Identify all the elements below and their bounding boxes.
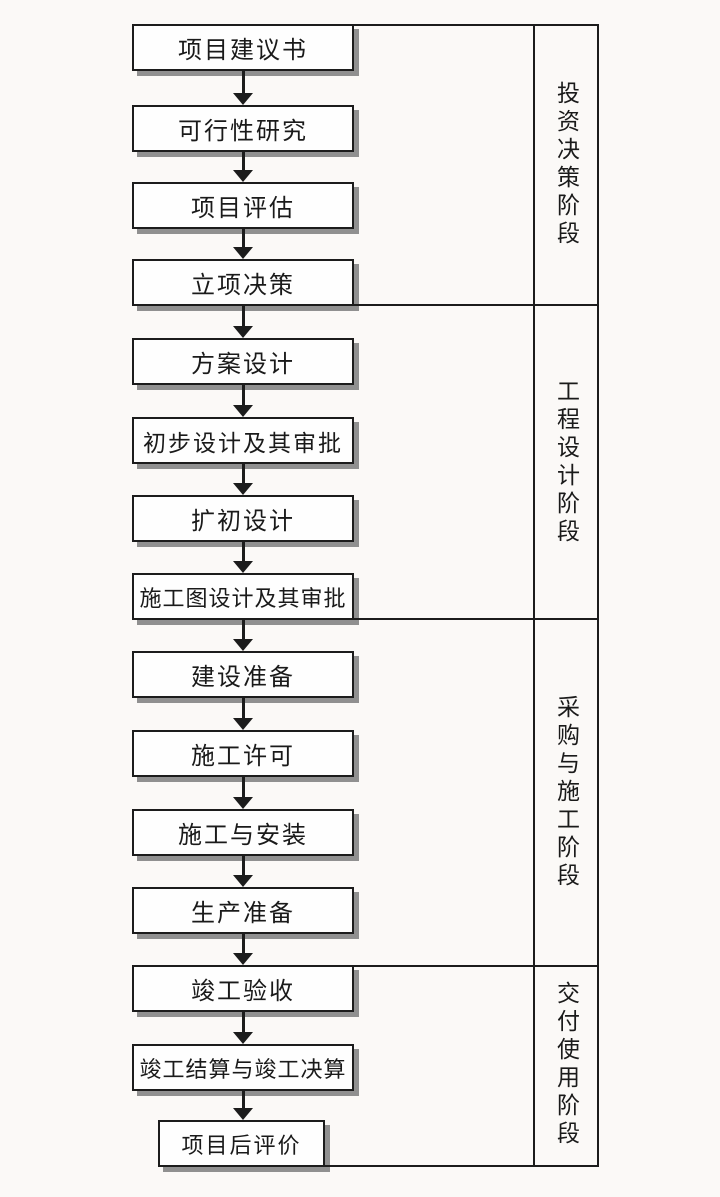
arrow-down-icon: [233, 385, 253, 417]
arrow-shaft: [241, 1091, 245, 1109]
arrow-head: [233, 875, 253, 887]
flow-step-box: 生产准备: [132, 887, 354, 934]
flow-step-box: 项目评估: [132, 182, 354, 229]
flow-step-box: 扩初设计: [132, 495, 354, 542]
arrow-shaft: [241, 71, 245, 94]
phase-label-text: 采购与施工阶段: [553, 694, 579, 891]
flow-step-box: 施工许可: [132, 730, 354, 777]
arrow-head: [233, 1108, 253, 1120]
arrow-head: [233, 93, 253, 105]
phase-label: 交付使用阶段: [535, 965, 597, 1165]
arrow-shaft: [241, 542, 245, 562]
phase-divider-line: [354, 618, 599, 620]
arrow-shaft: [241, 464, 245, 484]
phase-label: 工程设计阶段: [535, 306, 597, 620]
phase-label: 投资决策阶段: [535, 24, 597, 306]
flow-step-box: 项目后评价: [158, 1120, 325, 1167]
phase-divider-line: [354, 965, 599, 967]
phase-divider-line: [354, 304, 599, 306]
flow-step-label: 项目评估: [191, 196, 295, 222]
flow-step-box: 立项决策: [132, 259, 354, 306]
flow-step-box: 初步设计及其审批: [132, 417, 354, 464]
arrow-shaft: [241, 934, 245, 954]
phase-label-text: 交付使用阶段: [553, 981, 579, 1149]
arrow-head: [233, 247, 253, 259]
flow-step-box: 项目建议书: [132, 24, 354, 71]
arrow-head: [233, 405, 253, 417]
arrow-down-icon: [233, 934, 253, 965]
flow-step-box: 方案设计: [132, 338, 354, 385]
arrow-shaft: [241, 620, 245, 640]
arrow-down-icon: [233, 464, 253, 495]
arrow-head: [233, 170, 253, 182]
phase-label-text: 工程设计阶段: [553, 379, 579, 547]
flow-step-label: 施工许可: [191, 744, 295, 770]
flow-step-label: 立项决策: [191, 273, 295, 299]
flow-step-label: 施工与安装: [178, 823, 308, 849]
flow-step-label: 可行性研究: [178, 119, 308, 145]
arrow-shaft: [241, 306, 245, 327]
flow-step-label: 竣工结算与竣工决算: [139, 1056, 347, 1082]
arrow-head: [233, 953, 253, 965]
phase-column-right-line: [597, 24, 599, 1167]
arrow-head: [233, 483, 253, 495]
flow-step-box: 建设准备: [132, 651, 354, 698]
arrow-head: [233, 326, 253, 338]
flow-step-box: 施工与安装: [132, 809, 354, 856]
arrow-shaft: [241, 229, 245, 248]
flow-step-label: 项目后评价: [181, 1132, 302, 1158]
flow-step-label: 施工图设计及其审批: [139, 585, 347, 611]
phase-divider-line: [354, 24, 599, 26]
flow-step-label: 扩初设计: [191, 509, 295, 535]
arrow-down-icon: [233, 229, 253, 259]
flow-step-label: 建设准备: [191, 665, 295, 691]
flow-step-box: 竣工结算与竣工决算: [132, 1044, 354, 1091]
arrow-shaft: [241, 1012, 245, 1033]
flow-step-label: 竣工验收: [191, 979, 295, 1005]
arrow-down-icon: [233, 306, 253, 338]
arrow-head: [233, 639, 253, 651]
arrow-down-icon: [233, 856, 253, 887]
phase-label: 采购与施工阶段: [535, 620, 597, 965]
arrow-head: [233, 797, 253, 809]
flow-step-label: 初步设计及其审批: [143, 430, 343, 456]
flow-step-label: 方案设计: [191, 352, 295, 378]
flow-step-box: 竣工验收: [132, 965, 354, 1012]
arrow-shaft: [241, 856, 245, 876]
arrow-shaft: [241, 385, 245, 406]
arrow-down-icon: [233, 1091, 253, 1120]
arrow-head: [233, 561, 253, 573]
flow-step-label: 项目建议书: [178, 38, 308, 64]
arrow-down-icon: [233, 152, 253, 182]
arrow-head: [233, 1032, 253, 1044]
arrow-down-icon: [233, 542, 253, 573]
arrow-down-icon: [233, 1012, 253, 1044]
arrow-shaft: [241, 777, 245, 798]
phase-column-left-line: [533, 24, 535, 1167]
arrow-head: [233, 718, 253, 730]
arrow-down-icon: [233, 777, 253, 809]
arrow-shaft: [241, 698, 245, 719]
arrow-down-icon: [233, 698, 253, 730]
arrow-shaft: [241, 152, 245, 171]
flow-step-box: 可行性研究: [132, 105, 354, 152]
phase-label-text: 投资决策阶段: [553, 81, 579, 249]
flow-step-box: 施工图设计及其审批: [132, 573, 354, 620]
flow-step-label: 生产准备: [191, 901, 295, 927]
arrow-down-icon: [233, 71, 253, 105]
arrow-down-icon: [233, 620, 253, 651]
phase-divider-line: [325, 1165, 599, 1167]
